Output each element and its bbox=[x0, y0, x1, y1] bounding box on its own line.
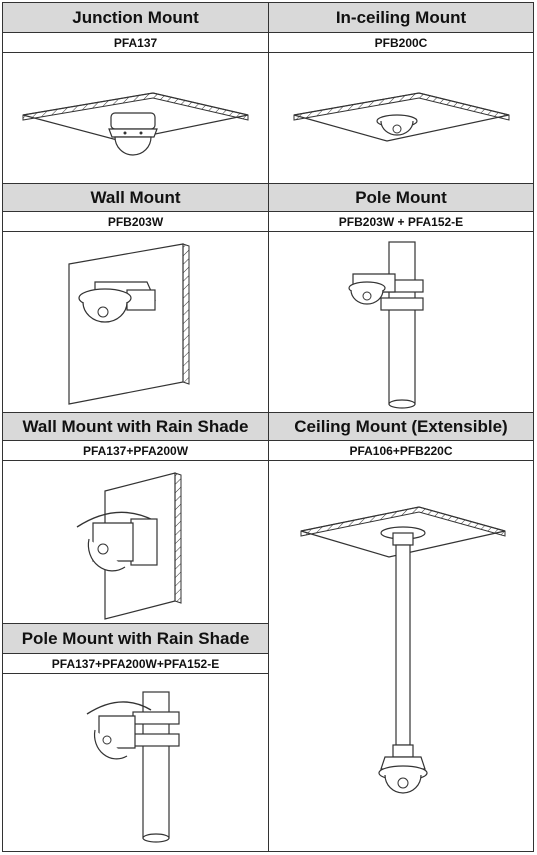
junction-mount-illustration bbox=[3, 53, 268, 183]
in-ceiling-mount-illustration bbox=[269, 53, 533, 183]
pole-mount-model: PFB203W + PFA152-E bbox=[269, 212, 533, 232]
wall-mount-model: PFB203W bbox=[3, 212, 268, 232]
wall-mount-rain-shade-title: Wall Mount with Rain Shade bbox=[3, 413, 268, 441]
pole-mount-rain-shade-illustration bbox=[3, 674, 268, 851]
pole-mount-title: Pole Mount bbox=[269, 184, 533, 212]
ceiling-mount-extensible-model: PFA106+PFB220C bbox=[269, 441, 533, 461]
row-divider-left bbox=[3, 623, 268, 624]
in-ceiling-mount-title: In-ceiling Mount bbox=[269, 3, 533, 33]
junction-mount-model: PFA137 bbox=[3, 33, 268, 53]
wall-mount-illustration bbox=[3, 232, 268, 412]
column-divider bbox=[268, 3, 269, 623]
junction-mount-title: Junction Mount bbox=[3, 3, 268, 33]
pole-mount-rain-shade-title: Pole Mount with Rain Shade bbox=[3, 624, 268, 654]
row-divider bbox=[3, 183, 533, 184]
in-ceiling-mount-model: PFB200C bbox=[269, 33, 533, 53]
wall-mount-rain-shade-model: PFA137+PFA200W bbox=[3, 441, 268, 461]
ceiling-mount-extensible-title: Ceiling Mount (Extensible) bbox=[269, 413, 533, 441]
ceiling-mount-extensible-illustration bbox=[269, 461, 533, 851]
pole-mount-rain-shade-model: PFA137+PFA200W+PFA152-E bbox=[3, 654, 268, 674]
column-divider-lower bbox=[268, 623, 269, 851]
wall-mount-title: Wall Mount bbox=[3, 184, 268, 212]
row-divider bbox=[3, 412, 533, 413]
wall-mount-rain-shade-illustration bbox=[3, 461, 268, 623]
pole-mount-illustration bbox=[269, 232, 533, 412]
